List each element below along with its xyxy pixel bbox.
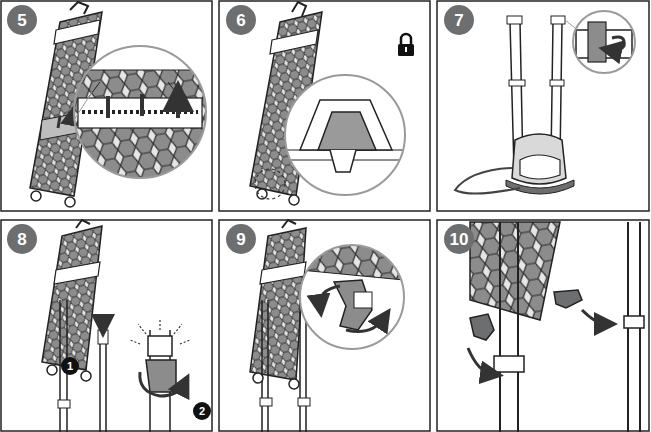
badge-text: 7 xyxy=(454,12,463,29)
callout-number: 2 xyxy=(193,402,211,420)
step-number: 5 xyxy=(7,5,37,35)
step-number: 6 xyxy=(226,5,256,35)
badge-text: 1 xyxy=(67,361,73,372)
badge-text: 8 xyxy=(17,231,26,248)
step-10-closeup xyxy=(468,222,644,432)
step-5-board xyxy=(30,2,210,207)
badge-text: 5 xyxy=(17,12,26,29)
lock-icon xyxy=(398,34,414,56)
badge-text: 9 xyxy=(236,231,245,248)
badge-text: 10 xyxy=(450,231,469,248)
step-number: 10 xyxy=(444,224,474,254)
callout-number: 1 xyxy=(61,357,79,375)
step-number: 9 xyxy=(226,224,256,254)
step-8-board xyxy=(42,220,190,432)
badge-text: 6 xyxy=(236,12,245,29)
step-6-board xyxy=(250,2,414,205)
badge-text: 2 xyxy=(199,406,205,417)
step-7-stand xyxy=(455,11,635,194)
step-9-board xyxy=(250,220,404,432)
step-number: 8 xyxy=(7,224,37,254)
step-number: 7 xyxy=(444,5,474,35)
